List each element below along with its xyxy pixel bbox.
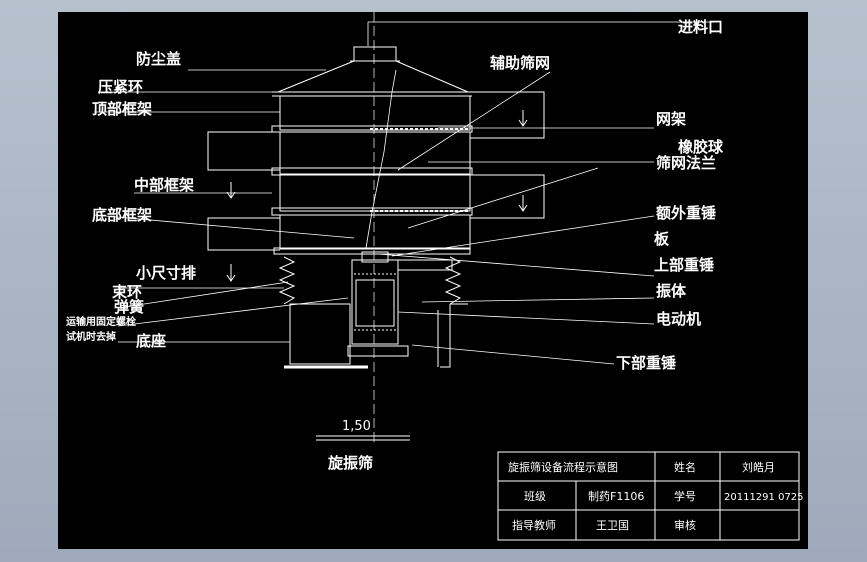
top-frame xyxy=(279,95,471,131)
drawing-canvas: 防尘盖 压紧环 顶部框架 中部框架 底部框架 小尺寸排 束环 弹簧 运输用固定螺… xyxy=(58,12,808,549)
tb-name-value: 刘皓月 xyxy=(742,461,775,474)
middle-frame xyxy=(279,131,471,175)
label-small-outlet: 小尺寸排 xyxy=(136,264,196,282)
top-outlet xyxy=(470,91,545,139)
bottom-frame-body xyxy=(279,174,471,212)
tb-teacher-value: 王卫国 xyxy=(596,519,629,532)
label-spring-overlap: 束环 xyxy=(112,283,142,301)
scale-label: 1,50 xyxy=(342,419,371,434)
label-top-frame: 顶部框架 xyxy=(92,100,152,118)
label-plate: 板 xyxy=(654,230,670,248)
label-spring: 弹簧 xyxy=(114,298,144,316)
label-dust-cover: 防尘盖 xyxy=(136,50,181,68)
bottom-outlet-left xyxy=(207,217,280,251)
motor-body xyxy=(351,259,399,345)
label-mesh-flange: 筛网法兰 xyxy=(656,154,716,172)
tb-id-label: 学号 xyxy=(674,489,696,503)
tb-teacher-label: 指导教师 xyxy=(512,518,556,532)
label-upper-weight: 上部重锤 xyxy=(654,256,714,274)
spring-left xyxy=(278,256,296,305)
tb-class-label: 班级 xyxy=(524,490,546,503)
label-bottom-frame: 底部框架 xyxy=(92,206,152,224)
label-middle-frame: 中部框架 xyxy=(134,176,194,194)
label-feed-inlet: 进料口 xyxy=(678,18,723,36)
feed-inlet-pipe xyxy=(353,46,397,62)
tb-name-label: 姓名 xyxy=(674,460,696,474)
lower-outlet-right xyxy=(470,174,545,219)
label-vibrator: 振体 xyxy=(656,282,687,300)
spring-right xyxy=(444,256,462,305)
label-aux-mesh: 辅助筛网 xyxy=(490,54,550,72)
upper-weight xyxy=(361,251,389,263)
label-clamp-ring: 压紧环 xyxy=(98,78,143,96)
label-rubber-ball: 橡胶球 xyxy=(678,138,724,156)
tb-id-value: 20111291 0725 xyxy=(724,492,804,503)
drawing-name: 旋振筛 xyxy=(327,454,373,472)
label-lower-weight: 下部重锤 xyxy=(616,354,676,372)
label-trial-note: 试机时去掉 xyxy=(66,330,116,343)
tb-review-label: 审核 xyxy=(674,518,696,532)
label-transport-note: 运输用固定螺栓 xyxy=(66,315,136,328)
label-extra-weight: 额外重锤 xyxy=(656,204,716,222)
middle-outlet-left xyxy=(207,131,280,171)
title-block xyxy=(497,451,800,541)
drawing-svg: 防尘盖 压紧环 顶部框架 中部框架 底部框架 小尺寸排 束环 弹簧 运输用固定螺… xyxy=(66,12,804,541)
tb-class-value: 制药F1106 xyxy=(588,490,644,503)
dust-cover xyxy=(277,60,469,93)
label-mesh-frame: 网架 xyxy=(656,110,686,128)
tb-title: 旋振筛设备流程示意图 xyxy=(508,460,618,474)
label-motor: 电动机 xyxy=(656,310,701,328)
base xyxy=(289,303,351,365)
label-base: 底座 xyxy=(136,332,166,350)
